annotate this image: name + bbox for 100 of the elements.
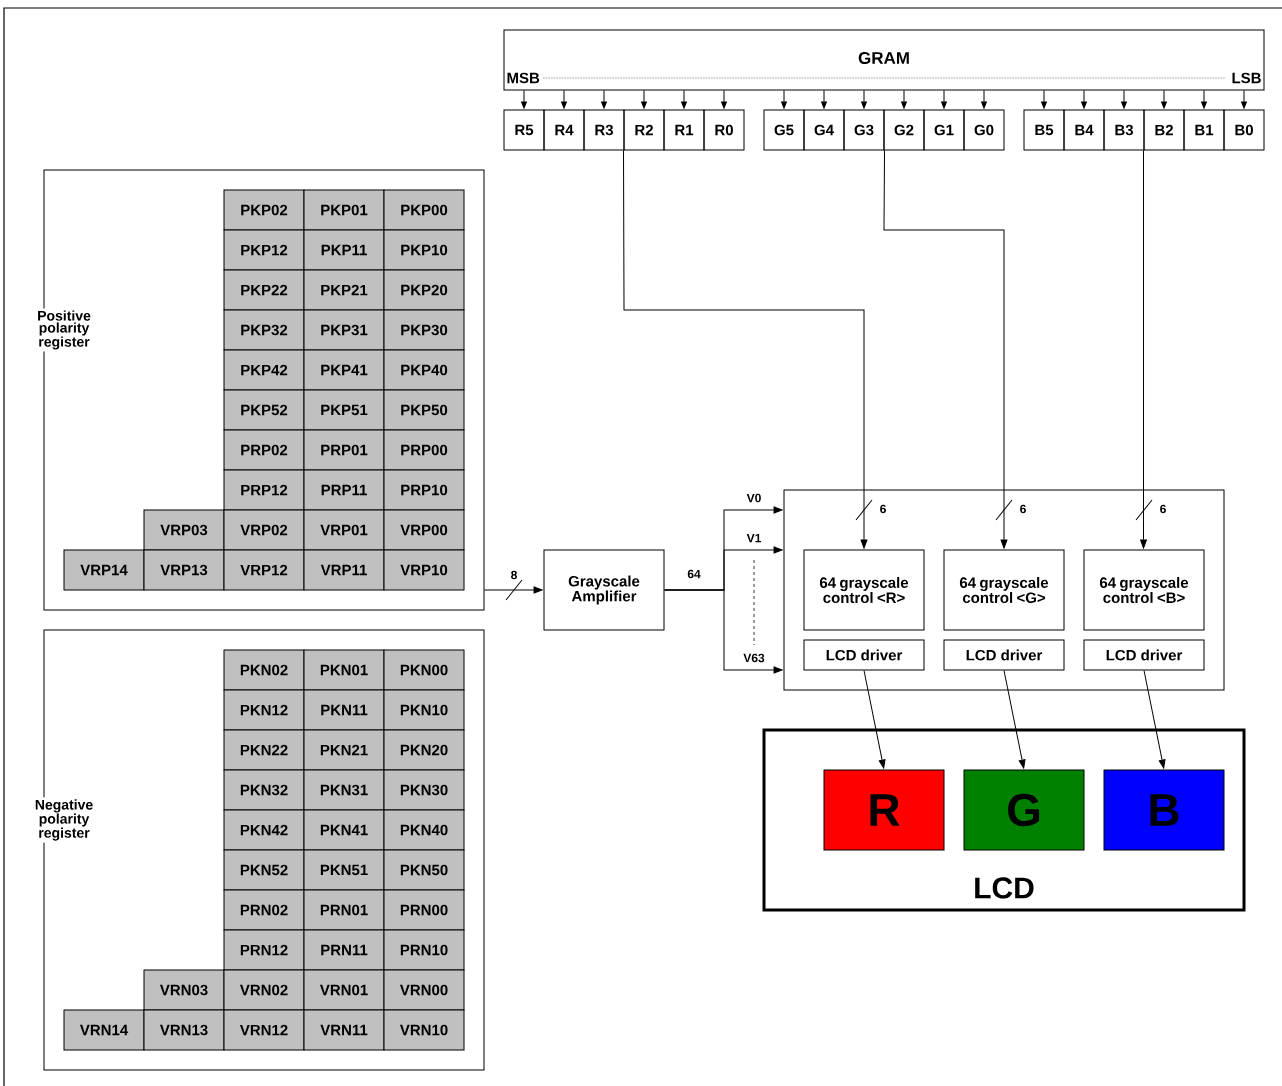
register-cell: PRP12 <box>223 469 305 511</box>
register-cell: VRN03 <box>143 969 225 1011</box>
register-cell: PKP20 <box>383 269 465 311</box>
register-cell: PKN21 <box>303 729 385 771</box>
driver-block <box>783 489 1225 691</box>
driver-box: LCD driver <box>943 639 1065 671</box>
arrow <box>623 150 868 549</box>
arrow <box>1121 90 1127 109</box>
arrow <box>561 90 567 109</box>
arrow <box>1140 150 1147 549</box>
register-cell: PKP41 <box>303 349 385 391</box>
edge-label: 6 <box>878 503 888 515</box>
arrow <box>641 90 647 109</box>
register-cell: PRP00 <box>383 429 465 471</box>
bit-cell: G4 <box>803 109 845 151</box>
bit-cell: G1 <box>923 109 965 151</box>
bit-cell: G0 <box>963 109 1005 151</box>
register-cell: PRN10 <box>383 929 465 971</box>
register-cell: PKP31 <box>303 309 385 351</box>
control-box: 64 grayscale control <B> <box>1083 549 1205 631</box>
bit-cell: R2 <box>623 109 665 151</box>
register-cell: PKN41 <box>303 809 385 851</box>
register-cell: VRP00 <box>383 509 465 551</box>
register-cell: VRN02 <box>223 969 305 1011</box>
register-cell: PKN32 <box>223 769 305 811</box>
register-cell: PKP02 <box>223 189 305 231</box>
bit-cell: R1 <box>663 109 705 151</box>
register-cell: VRN14 <box>63 1009 145 1051</box>
register-cell: VRN01 <box>303 969 385 1011</box>
arrow <box>1201 90 1207 109</box>
bit-cell: B5 <box>1023 109 1065 151</box>
arrow <box>681 90 687 109</box>
arrow <box>721 90 727 109</box>
register-cell: PKP52 <box>223 389 305 431</box>
color-block: B <box>1103 769 1225 851</box>
edge-label: 6 <box>1158 503 1168 515</box>
control-box: 64 grayscale control <G> <box>943 549 1065 631</box>
register-cell: PKP10 <box>383 229 465 271</box>
register-cell: PKP01 <box>303 189 385 231</box>
register-cell: PKP21 <box>303 269 385 311</box>
register-cell: PKP40 <box>383 349 465 391</box>
register-cell: PKP30 <box>383 309 465 351</box>
register-cell: VRP13 <box>143 549 225 591</box>
register-cell: PKN02 <box>223 649 305 691</box>
color-block: R <box>823 769 945 851</box>
bit-cell: G2 <box>883 109 925 151</box>
color-block: G <box>963 769 1085 851</box>
register-cell: VRP10 <box>383 549 465 591</box>
arrow <box>863 670 886 769</box>
register-cell: PRN01 <box>303 889 385 931</box>
arrow <box>664 589 783 674</box>
arrow <box>1003 670 1026 769</box>
edge-label: V1 <box>745 532 763 544</box>
bit-order-label: MSB <box>507 72 540 84</box>
driver-box: LCD driver <box>1083 639 1205 671</box>
register-cell: PKN40 <box>383 809 465 851</box>
arrow <box>901 90 907 109</box>
edge-label: V0 <box>745 492 763 504</box>
arrow <box>781 90 787 109</box>
register-cell: PKN51 <box>303 849 385 891</box>
register-cell: PKN01 <box>303 649 385 691</box>
bit-cell: R5 <box>503 109 545 151</box>
arrow <box>821 90 827 109</box>
edge-label: 6 <box>1018 503 1028 515</box>
register-cell: VRP14 <box>63 549 145 591</box>
register-cell: PKN00 <box>383 649 465 691</box>
register-cell: PRP10 <box>383 469 465 511</box>
register-cell: PKP22 <box>223 269 305 311</box>
driver-box: LCD driver <box>803 639 925 671</box>
register-cell: PKN20 <box>383 729 465 771</box>
arrow <box>861 90 867 109</box>
bit-cell: G3 <box>843 109 885 151</box>
register-cell: PKP42 <box>223 349 305 391</box>
register-cell: VRP01 <box>303 509 385 551</box>
arrow <box>1041 90 1047 109</box>
bit-cell: R0 <box>703 109 745 151</box>
register-cell: PKN22 <box>223 729 305 771</box>
register-cell: PKN50 <box>383 849 465 891</box>
control-box: 64 grayscale control <R> <box>803 549 925 631</box>
register-cell: PKN30 <box>383 769 465 811</box>
bit-cell: R3 <box>583 109 625 151</box>
edge-label: 8 <box>509 569 519 581</box>
bit-cell: B0 <box>1223 109 1265 151</box>
register-cell: PKN31 <box>303 769 385 811</box>
register-cell: VRP03 <box>143 509 225 551</box>
register-cell: VRN10 <box>383 1009 465 1051</box>
register-cell: PKP32 <box>223 309 305 351</box>
arrow <box>521 90 527 109</box>
bit-cell: B3 <box>1103 109 1145 151</box>
bit-cell: B4 <box>1063 109 1105 151</box>
register-cell: PKN12 <box>223 689 305 731</box>
register-cell: VRN12 <box>223 1009 305 1051</box>
register-cell: PKP00 <box>383 189 465 231</box>
register-cell: PKP12 <box>223 229 305 271</box>
register-cell: PKP50 <box>383 389 465 431</box>
register-cell: PRP02 <box>223 429 305 471</box>
register-cell: PKP11 <box>303 229 385 271</box>
arrow <box>1241 90 1247 109</box>
bit-cell: B1 <box>1183 109 1225 151</box>
arrow <box>941 90 947 109</box>
